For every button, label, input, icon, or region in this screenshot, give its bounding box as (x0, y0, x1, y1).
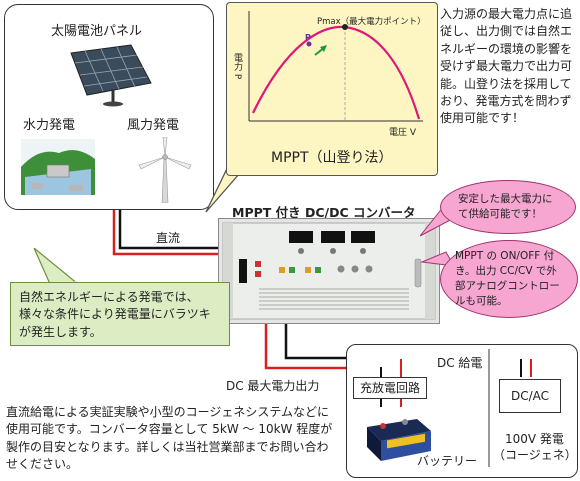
stable-power-text: 安定した最大電力にて供給可能です！ (458, 192, 553, 220)
mppt-onoff-bubble: MPPT の ON/OFF 付き。出力 CC/CV で外部アナログコントロールも… (440, 240, 578, 318)
dcdc-converter-unit (218, 218, 440, 324)
dcac-box: DC/AC (499, 379, 561, 413)
charge-circuit-box: 充放電回路 (353, 377, 428, 400)
wind-turbine-icon (138, 137, 192, 203)
mppt-graph-callout: Pmax（最大電力ポイント） P 電力 P 電圧 V MPPT（山登り法） (226, 2, 438, 176)
nature-energy-text: 自然エネルギーによる発電では、様々な条件により発電量にバラツキが発生します。 (19, 290, 211, 339)
energy-sources-panel: 太陽電池パネル 水力発電 風力発電 (4, 4, 214, 210)
cogeneration-label: （コージェネ） (493, 448, 577, 462)
input-wire-red (112, 208, 218, 256)
mppt-curve-graph (248, 11, 423, 122)
pmax-label: Pmax（最大電力ポイント） (317, 17, 426, 27)
load-box: DC 給電 充放電回路 バッテリー DC/AC 100V 発電 （コージェネ） (346, 344, 578, 478)
dc-input-label: 直流 (156, 231, 181, 245)
dc-supply-label: DC 給電 (437, 356, 483, 370)
mppt-graph-title: MPPT（山登り法） (271, 150, 393, 166)
pmax-point (342, 24, 348, 30)
dc-output-label: DC 最大電力出力 (226, 379, 320, 393)
battery-label: バッテリー (417, 454, 478, 468)
battery-icon (367, 419, 431, 461)
nature-energy-note: 自然エネルギーによる発電では、様々な条件により発電量にバラツキが発生します。 (10, 282, 230, 346)
mppt-description: 入力源の最大電力点に追従し、出力側では自然エネルギーの環境の影響を受けず最大電力… (440, 7, 573, 126)
solar-panel-label: 太陽電池パネル (51, 24, 143, 39)
hydro-label: 水力発電 (23, 118, 76, 133)
input-wire-black (118, 208, 218, 250)
wind-label: 風力発電 (127, 118, 180, 133)
converter-front-panel (222, 222, 436, 320)
solar-panel-icon (70, 44, 152, 107)
generation-100v-label: 100V 発電 (505, 432, 564, 446)
output-wire-red (264, 322, 346, 370)
point-p-label: P (305, 33, 311, 42)
stable-power-bubble: 安定した最大電力にて供給可能です！ (440, 180, 576, 234)
mppt-onoff-text: MPPT の ON/OFF 付き。出力 CC/CV で外部アナログコントロールも… (455, 249, 560, 308)
hydro-dam-icon (21, 139, 95, 195)
operating-point (306, 41, 312, 47)
y-axis-label: 電力 P (232, 53, 242, 80)
footer-note: 直流給電による実証実験や小型のコージェネシステムなどに使用可能です。コンバータ容… (6, 405, 333, 472)
output-wire-black (284, 322, 346, 360)
x-axis-label: 電圧 V (389, 128, 417, 138)
device-title: MPPT 付き DC/DC コンバータ (232, 205, 416, 220)
power-curve (252, 25, 421, 120)
